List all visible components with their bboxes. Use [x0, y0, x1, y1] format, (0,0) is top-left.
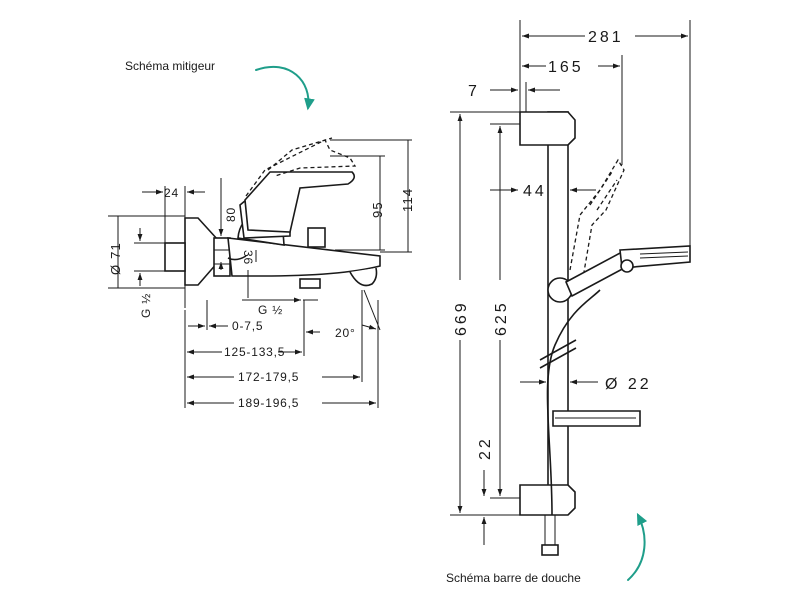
- dim-281: 281: [588, 29, 624, 46]
- mixer-nut: [213, 237, 231, 277]
- shower-bar-caption: Schéma barre de douche: [446, 571, 581, 585]
- mixer-dimensions: 24 80 Ø 71 G ½ 36 95 114 G ½: [108, 139, 415, 410]
- mixer-s-connector: [164, 242, 186, 272]
- mixer-drawing: [164, 137, 381, 308]
- shower-hose: [546, 289, 601, 516]
- mixer-body: [227, 237, 381, 277]
- top-bracket: [519, 111, 576, 146]
- dim-189: 189-196,5: [238, 396, 299, 410]
- dim-44: 44: [523, 183, 547, 200]
- dim-24: 24: [164, 186, 179, 200]
- dim-22-vertical: 22: [477, 436, 494, 460]
- mixer-wall-flange: [184, 217, 219, 286]
- bottom-bracket: [519, 484, 576, 516]
- dim-71: Ø 71: [108, 242, 123, 275]
- dim-g-bottom: G ½: [258, 303, 283, 317]
- dim-7: 7: [468, 83, 480, 100]
- mixer-caption: Schéma mitigeur: [125, 59, 215, 73]
- mixer-diverter: [307, 227, 326, 248]
- dim-172: 172-179,5: [238, 370, 299, 384]
- dim-80: 80: [224, 207, 238, 222]
- dim-669: 669: [453, 300, 470, 336]
- dim-114: 114: [400, 188, 415, 212]
- shower-bar-curved-arrow: [627, 512, 648, 581]
- mixer-spout: [349, 267, 378, 287]
- shower-bar-drawing: [519, 111, 691, 556]
- dim-125: 125-133,5: [224, 345, 285, 359]
- shower-rail: [547, 111, 569, 513]
- dim-625: 625: [493, 300, 510, 336]
- shower-bar-dimensions: 281 165 7 44 669 625 22 Ø 22: [450, 20, 691, 545]
- dim-36: 36: [241, 250, 255, 265]
- dim-g-left: G ½: [139, 293, 153, 318]
- dim-22-diameter: Ø 22: [605, 376, 652, 393]
- mixer-curved-arrow: [255, 65, 315, 111]
- hand-shower-tilted: [569, 158, 625, 273]
- dim-95: 95: [370, 201, 385, 218]
- dim-0-7-5: 0-7,5: [232, 319, 263, 333]
- mixer-lever: [244, 171, 356, 233]
- dim-165: 165: [548, 59, 584, 76]
- dim-20-deg: 20°: [335, 326, 356, 340]
